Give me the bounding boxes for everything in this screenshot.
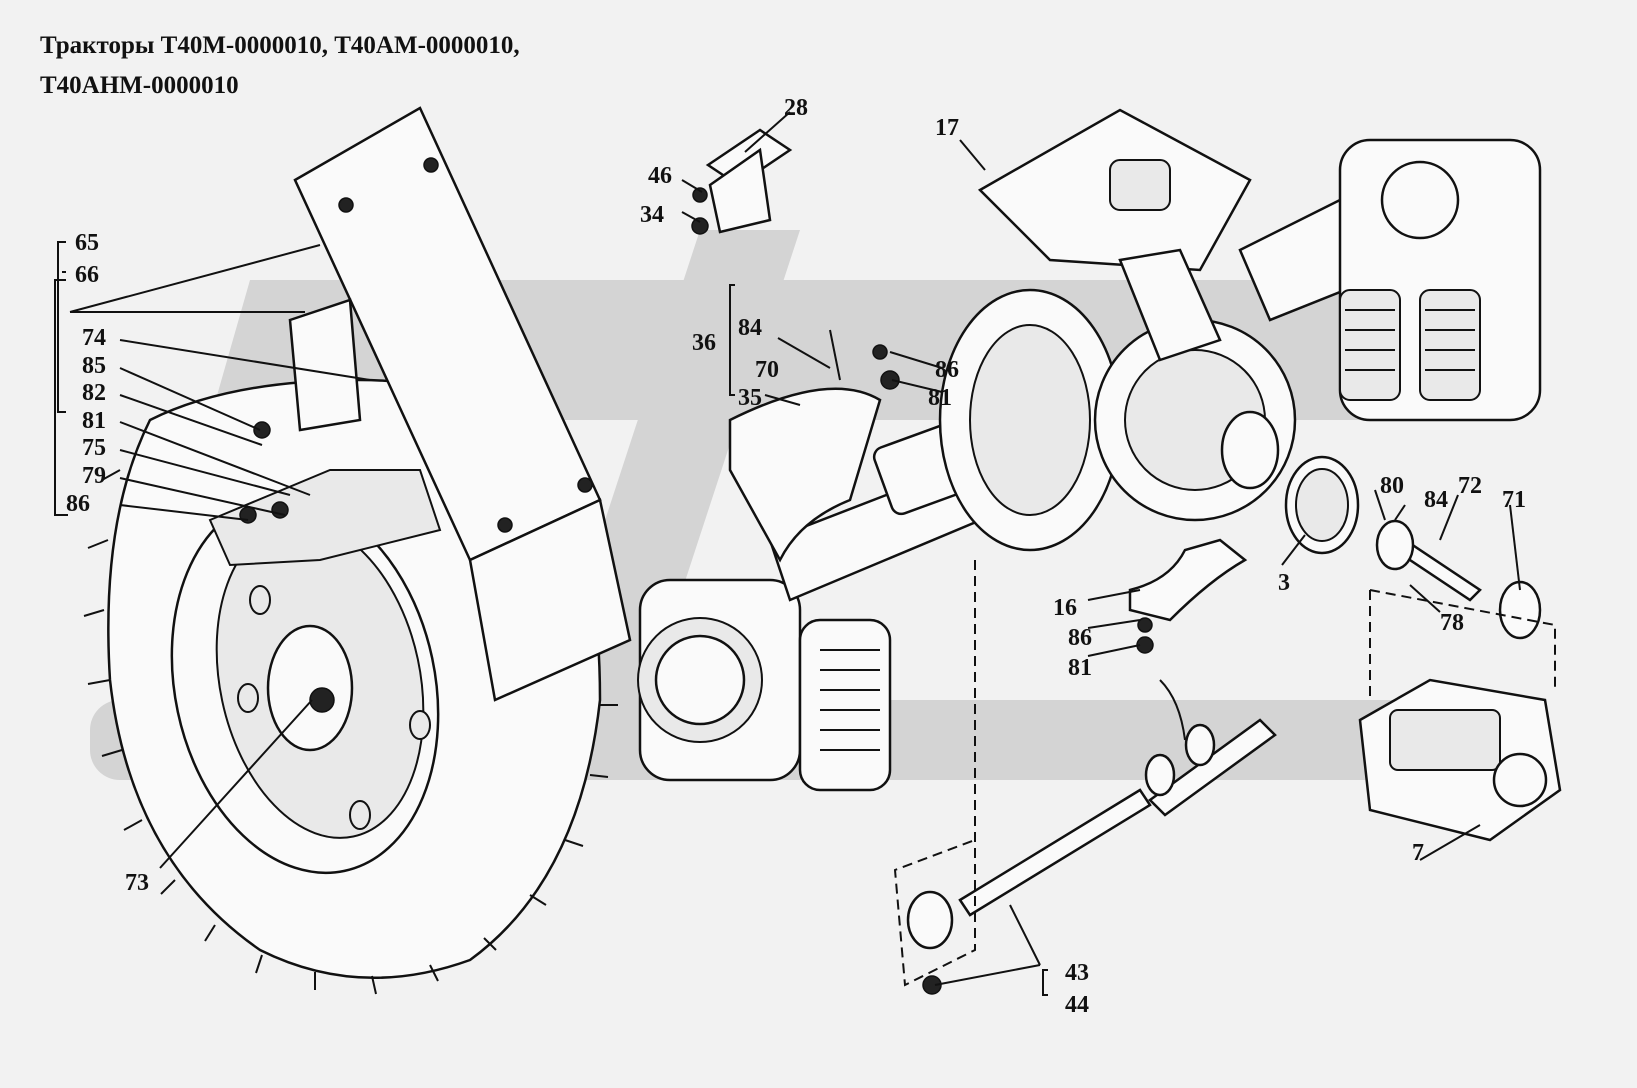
group-boundary	[893, 560, 976, 987]
label-82: 82	[82, 380, 106, 406]
label-74: 74	[82, 325, 106, 351]
label-80: 80	[1380, 473, 1404, 499]
label-71: 71	[1502, 487, 1526, 513]
label-46: 46	[648, 163, 672, 189]
group-bracket	[729, 284, 735, 396]
group-bracket	[54, 241, 68, 516]
label-65: 65	[75, 230, 99, 256]
label-81: 81	[928, 385, 952, 411]
label-3: 3	[1278, 570, 1290, 596]
axle-clamp	[1128, 538, 1248, 654]
label-86: 86	[66, 491, 90, 517]
label-85: 85	[82, 353, 106, 379]
label-84: 84	[1424, 487, 1448, 513]
label-34: 34	[640, 202, 664, 228]
label-75: 75	[82, 435, 106, 461]
group-boundary	[1369, 589, 1556, 700]
label-86: 86	[1068, 625, 1092, 651]
label-78: 78	[1440, 610, 1464, 636]
final-drive-cover	[1358, 678, 1562, 842]
half-shaft	[1375, 519, 1542, 640]
rubber-mount	[691, 128, 793, 235]
label-81: 81	[82, 408, 106, 434]
label-36: 36	[692, 330, 716, 356]
title-line-2: Т40АНМ-0000010	[40, 72, 239, 99]
label-72: 72	[1458, 473, 1482, 499]
center-housing	[938, 108, 1297, 552]
label-17: 17	[935, 115, 959, 141]
bracket-cover	[728, 329, 900, 563]
label-7: 7	[1412, 840, 1424, 866]
label-84: 84	[738, 315, 762, 341]
label-44: 44	[1065, 992, 1089, 1018]
label-73: 73	[125, 870, 149, 896]
label-35: 35	[738, 385, 762, 411]
fender	[208, 106, 632, 702]
label-66: 66	[75, 262, 99, 288]
label-28: 28	[784, 95, 808, 121]
part-labels: 65 66 74 85 82 81 75 79 86 73 28 46 34 1…	[66, 95, 1526, 1018]
diagram-title: Тракторы Т40М-0000010, Т40АМ-0000010, Т4…	[40, 26, 520, 106]
label-86: 86	[935, 357, 959, 383]
label-16: 16	[1053, 595, 1077, 621]
label-70: 70	[755, 357, 779, 383]
group-bracket	[1042, 969, 1048, 996]
label-43: 43	[1065, 960, 1089, 986]
label-79: 79	[82, 463, 106, 489]
leader-lines	[69, 111, 1521, 986]
right-final-drive	[1238, 138, 1542, 422]
label-81: 81	[1068, 655, 1092, 681]
seal-ring	[1284, 455, 1360, 555]
title-line-1: Тракторы Т40М-0000010, Т40АМ-0000010,	[40, 32, 520, 59]
tie-rod	[906, 679, 1277, 995]
